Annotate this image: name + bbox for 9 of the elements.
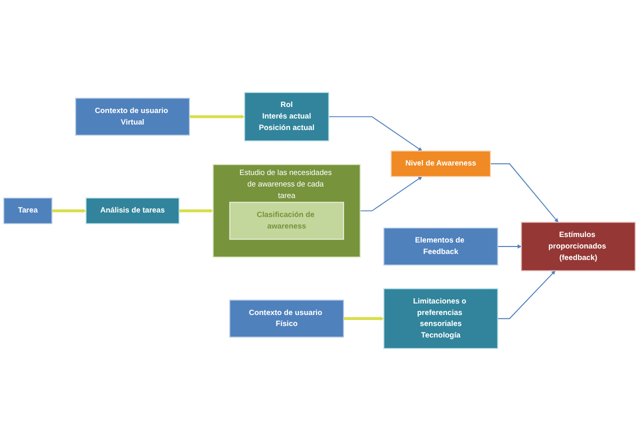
- arrow: [179, 208, 214, 213]
- arrow: [497, 270, 556, 320]
- arrow: [52, 208, 86, 213]
- arrow: [490, 163, 558, 223]
- arrow: [189, 114, 245, 119]
- arrow: [360, 176, 422, 212]
- arrow: [497, 244, 522, 249]
- arrow: [344, 316, 384, 321]
- arrow: [328, 116, 422, 152]
